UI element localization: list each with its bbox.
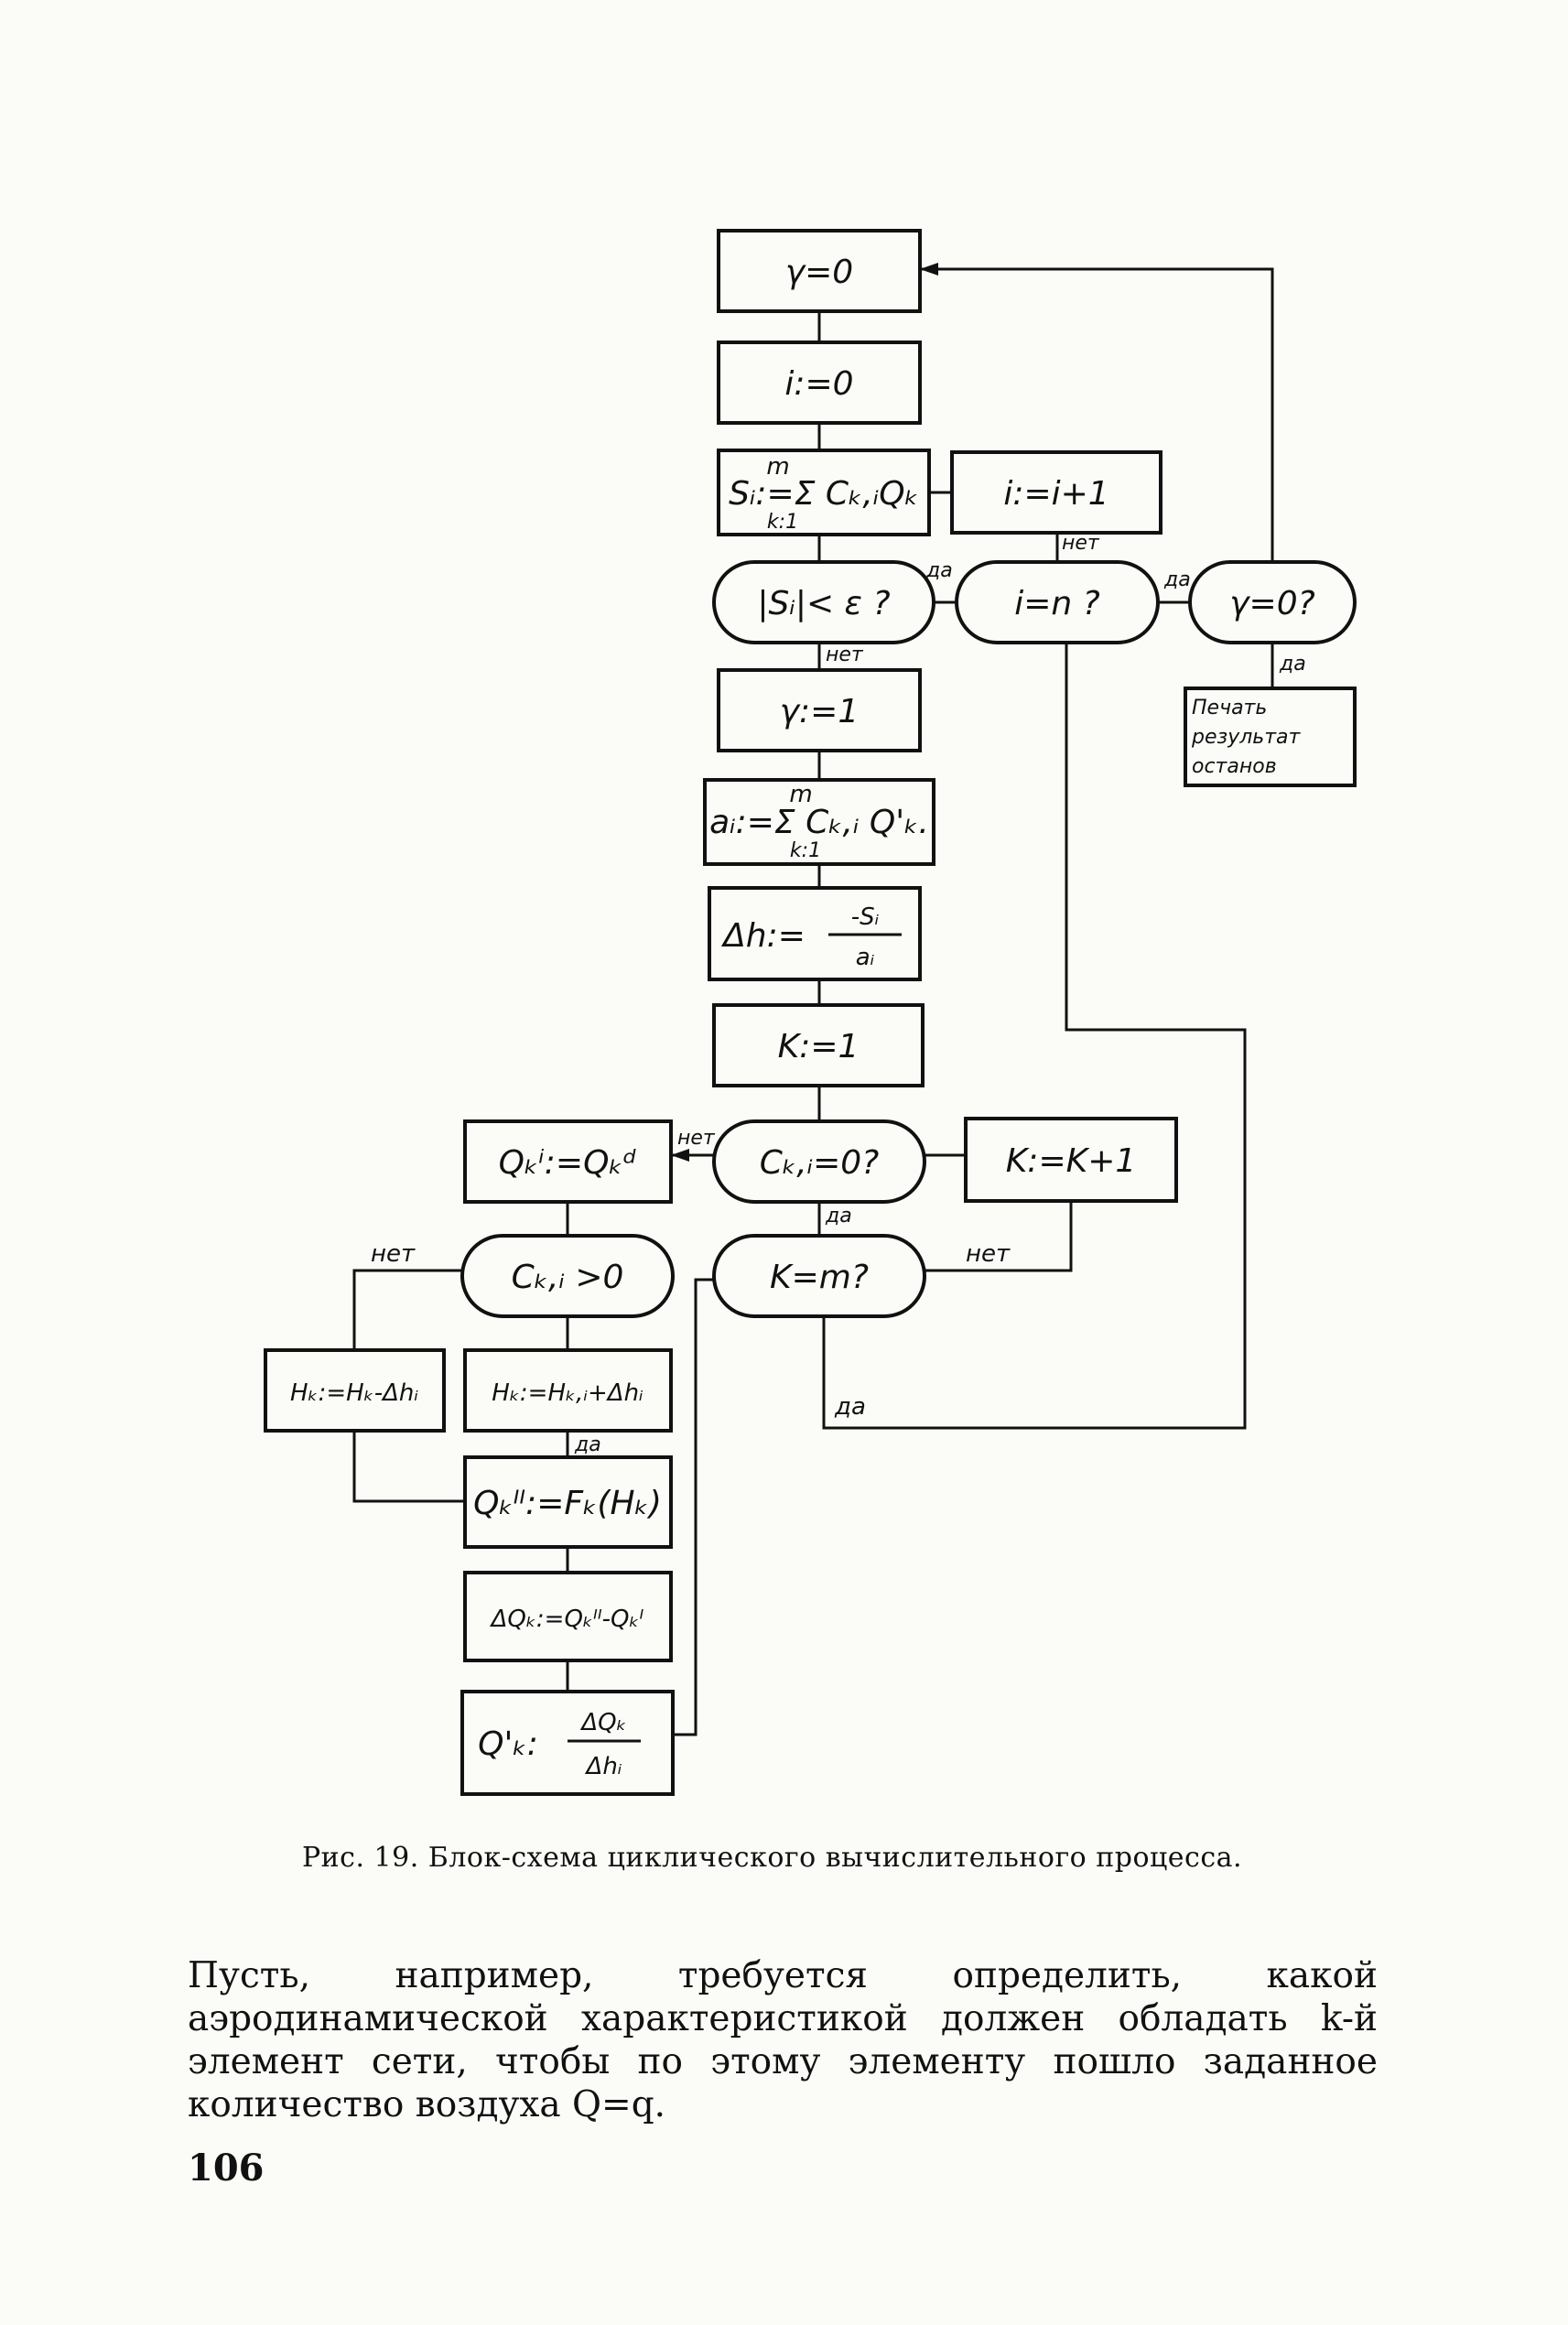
decision-cki-zero: Cₖ,ᵢ=0? — [712, 1119, 926, 1204]
decision-k-equals-m: K=m? — [712, 1234, 926, 1318]
block-i-zero: i:=0 — [717, 341, 922, 425]
svg-text:γ:=1: γ:=1 — [780, 693, 860, 730]
svg-text:нет: нет — [966, 1240, 1011, 1268]
decision-abs-si-less-eps: |Sᵢ|< ε ? — [712, 560, 935, 644]
svg-text:m: m — [789, 781, 812, 808]
svg-text:K:=K+1: K:=K+1 — [1006, 1142, 1137, 1180]
svg-text:да: да — [1163, 568, 1191, 591]
svg-text:Qₖⁱ:=Qₖᵈ: Qₖⁱ:=Qₖᵈ — [499, 1144, 637, 1182]
block-print-result-stop: Печать результат останов — [1184, 687, 1357, 787]
svg-text:да: да — [1279, 653, 1306, 676]
svg-text:k:1: k:1 — [767, 511, 798, 534]
block-qk-assign: Qₖⁱ:=Qₖᵈ — [463, 1119, 673, 1204]
svg-text:да: да — [574, 1433, 601, 1456]
block-k-increment: K:=K+1 — [964, 1117, 1178, 1203]
svg-text:-Sᵢ: -Sᵢ — [851, 903, 880, 931]
svg-text:Cₖ,ᵢ=0?: Cₖ,ᵢ=0? — [760, 1144, 880, 1182]
branch-labels: да нет да да нет нет да нет нет да да — [371, 532, 1306, 1456]
decision-i-equals-n: i=n ? — [955, 560, 1160, 644]
svg-text:aᵢ:=Σ Cₖ,ᵢ Q'ₖ.: aᵢ:=Σ Cₖ,ᵢ Q'ₖ. — [709, 804, 929, 841]
block-ai-sum: m aᵢ:=Σ Cₖ,ᵢ Q'ₖ. k:1 — [703, 778, 935, 866]
svg-text:K:=1: K:=1 — [778, 1028, 860, 1065]
svg-text:ΔQₖ: ΔQₖ — [579, 1709, 626, 1736]
svg-text:i=n ?: i=n ? — [1014, 585, 1100, 622]
svg-text:останов: останов — [1192, 755, 1277, 778]
svg-text:Sᵢ:=Σ Cₖ,ᵢQₖ: Sᵢ:=Σ Cₖ,ᵢQₖ — [729, 475, 919, 513]
block-gamma-zero: γ=0 — [717, 229, 922, 313]
svg-text:нет: нет — [826, 643, 864, 666]
block-si-sum: m Sᵢ:=Σ Cₖ,ᵢQₖ k:1 — [717, 449, 931, 536]
block-qk-fk: Qₖᴵᴵ:=Fₖ(Hₖ) — [463, 1455, 673, 1549]
block-hk-minus: Hₖ:=Hₖ-Δhᵢ — [264, 1348, 446, 1433]
svg-text:нет: нет — [1062, 532, 1100, 555]
svg-text:Cₖ,ᵢ >0: Cₖ,ᵢ >0 — [512, 1259, 624, 1296]
figure-caption: Рис. 19. Блок-схема циклического вычисли… — [302, 1842, 1243, 1874]
body-paragraph: Пусть, например, требуется определить, к… — [188, 1955, 1378, 2125]
svg-text:Печать: Печать — [1192, 697, 1267, 719]
connectors — [352, 263, 1274, 1736]
svg-text:да: да — [834, 1393, 866, 1421]
decision-gamma-zero: γ=0? — [1188, 560, 1357, 644]
svg-text:Hₖ:=Hₖ-Δhᵢ: Hₖ:=Hₖ-Δhᵢ — [290, 1379, 418, 1407]
block-delta-h: Δh:= -Sᵢ aᵢ — [708, 886, 922, 981]
svg-text:Δhᵢ: Δhᵢ — [585, 1753, 622, 1780]
svg-text:Hₖ:=Hₖ,ᵢ+Δhᵢ: Hₖ:=Hₖ,ᵢ+Δhᵢ — [492, 1379, 643, 1407]
svg-text:да: да — [925, 559, 953, 582]
svg-text:|Sᵢ|< ε ?: |Sᵢ|< ε ? — [757, 585, 890, 622]
flowchart: γ=0 i:=0 m Sᵢ:=Σ Cₖ,ᵢQₖ k:1 i:=i+1 |Sᵢ|<… — [264, 229, 1357, 1796]
page-number: 106 — [188, 2147, 265, 2190]
block-delta-qk: ΔQₖ:=Qₖᴵᴵ-Qₖᴵ — [463, 1571, 673, 1662]
svg-text:да: да — [825, 1205, 852, 1227]
svg-text:m: m — [766, 453, 789, 481]
svg-text:γ=0?: γ=0? — [1229, 585, 1314, 622]
block-i-increment: i:=i+1 — [950, 450, 1162, 535]
svg-text:ΔQₖ:=Qₖᴵᴵ-Qₖᴵ: ΔQₖ:=Qₖᴵᴵ-Qₖᴵ — [490, 1606, 644, 1633]
svg-text:γ=0: γ=0 — [785, 254, 853, 291]
svg-text:i:=i+1: i:=i+1 — [1003, 475, 1108, 513]
block-gamma-one: γ:=1 — [717, 668, 922, 752]
svg-text:нет: нет — [371, 1240, 416, 1268]
svg-text:результат: результат — [1191, 726, 1302, 749]
svg-text:Qₖᴵᴵ:=Fₖ(Hₖ): Qₖᴵᴵ:=Fₖ(Hₖ) — [473, 1485, 662, 1522]
svg-text:нет: нет — [677, 1127, 716, 1150]
svg-text:Q'ₖ:: Q'ₖ: — [478, 1725, 538, 1763]
svg-text:k:1: k:1 — [790, 839, 821, 862]
block-hk-plus: Hₖ:=Hₖ,ᵢ+Δhᵢ — [463, 1348, 673, 1433]
svg-text:i:=0: i:=0 — [784, 365, 853, 403]
decision-cki-positive: Cₖ,ᵢ >0 — [460, 1234, 675, 1318]
svg-text:K=m?: K=m? — [770, 1259, 869, 1296]
block-q-prime: Q'ₖ: ΔQₖ Δhᵢ — [460, 1690, 675, 1796]
block-k-one: K:=1 — [712, 1003, 925, 1087]
svg-text:Δh:=: Δh:= — [720, 917, 806, 955]
svg-text:aᵢ: aᵢ — [856, 944, 875, 971]
